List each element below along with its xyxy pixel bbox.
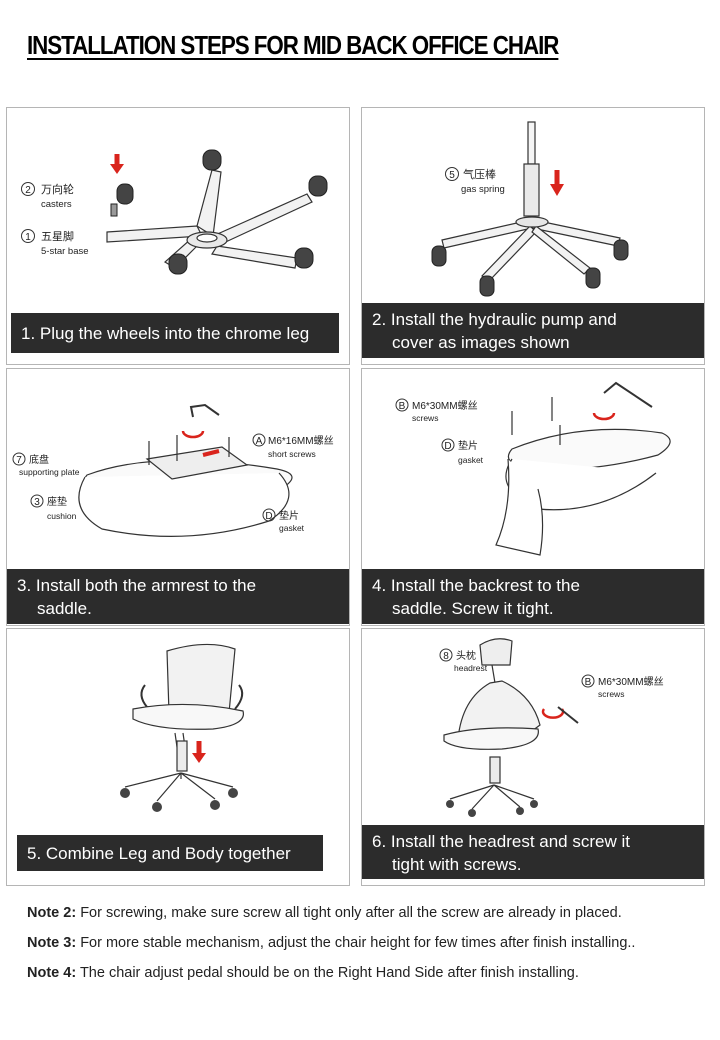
headrest-illustration: 8 头枕 headrest B M6*30MM螺丝 screws [439, 638, 664, 817]
cushion-en-label: cushion [47, 511, 77, 521]
step-4-caption-line1: 4. Install the backrest to the [372, 576, 580, 595]
note-text: For more stable mechanism, adjust the ch… [80, 935, 636, 951]
gasket-d-letter: D [444, 441, 451, 452]
five-star-base-illustration: 2 万向轮 casters 1 五星脚 5-star base [21, 149, 328, 275]
cushion-cn-label: 座垫 [47, 495, 67, 508]
step-1-panel: 2 万向轮 casters 1 五星脚 5-star base 1. Plug … [6, 107, 350, 365]
step-3-panel: 7 底盘 supporting plate 3 座垫 cushion A M6*… [6, 368, 350, 626]
spring-en-label: gas spring [461, 184, 505, 195]
gasket-cn-label: 垫片 [279, 509, 299, 522]
notes-section: Note 2: For screwing, make sure screw al… [27, 905, 697, 995]
step-6-caption-line1: 6. Install the headrest and screw it [372, 832, 630, 851]
step-6-caption: 6. Install the headrest and screw it tig… [362, 825, 704, 879]
step-2-caption-line1: 2. Install the hydraulic pump and [372, 310, 617, 329]
screw-a-letter: A [256, 436, 263, 447]
step-3-caption: 3. Install both the armrest to the saddl… [7, 569, 349, 624]
step-5-caption: 5. Combine Leg and Body together [17, 835, 323, 871]
note-2: Note 2: For screwing, make sure screw al… [27, 905, 697, 921]
cushion-number: 3 [34, 497, 40, 508]
step-4-panel: B M6*30MM螺丝 screws D 垫片 gasket 4. Instal… [361, 368, 705, 626]
note-text: For screwing, make sure screw all tight … [80, 905, 622, 921]
note-label: Note 2: [27, 905, 77, 921]
gasket-en-label: gasket [458, 455, 484, 465]
headrest-number: 8 [443, 651, 449, 662]
note-label: Note 3: [27, 935, 77, 951]
page-title: INSTALLATION STEPS FOR MID BACK OFFICE C… [27, 30, 559, 60]
note-3: Note 3: For more stable mechanism, adjus… [27, 935, 697, 951]
step-3-caption-line1: 3. Install both the armrest to the [17, 576, 257, 595]
step-5-caption-line1: 5. Combine Leg and Body together [27, 844, 291, 863]
seat-plate-illustration: 7 底盘 supporting plate 3 座垫 cushion A M6*… [12, 403, 334, 537]
plate-cn-label: 底盘 [29, 453, 49, 466]
casters-number: 2 [25, 185, 31, 196]
chair-body-illustration [120, 643, 245, 812]
step-3-caption-line2: saddle. [37, 599, 92, 618]
step-6-panel: 8 头枕 headrest B M6*30MM螺丝 screws 6. Inst… [361, 628, 705, 886]
step-1-caption: 1. Plug the wheels into the chrome leg [11, 313, 339, 353]
gasket-cn-label: 垫片 [458, 439, 478, 452]
note-text: The chair adjust pedal should be on the … [79, 965, 579, 981]
note-label: Note 4: [27, 965, 77, 981]
gas-spring-illustration: 5 气压棒 gas spring [431, 121, 629, 297]
screw-a-en-label: short screws [268, 449, 316, 459]
base-number: 1 [25, 232, 31, 243]
step-6-caption-line2: tight with screws. [392, 855, 522, 874]
base-cn-label: 五星脚 [41, 229, 74, 243]
casters-cn-label: 万向轮 [41, 182, 74, 196]
step-2-caption: 2. Install the hydraulic pump and cover … [362, 303, 704, 358]
screw-b-letter: B [399, 401, 406, 412]
step-4-caption: 4. Install the backrest to the saddle. S… [362, 569, 704, 624]
screw-b-letter: B [585, 677, 592, 688]
gasket-en-label: gasket [279, 523, 305, 533]
note-4: Note 4: The chair adjust pedal should be… [27, 965, 697, 981]
screw-b-cn-label: M6*30MM螺丝 [412, 400, 478, 412]
step-4-caption-line2: saddle. Screw it tight. [392, 599, 554, 618]
gasket-d-letter: D [265, 511, 272, 522]
spring-number: 5 [449, 170, 455, 181]
screw-a-cn-label: M6*16MM螺丝 [268, 435, 334, 447]
spring-cn-label: 气压棒 [463, 167, 496, 181]
step-5-panel: 5. Combine Leg and Body together [6, 628, 350, 886]
base-en-label: 5-star base [41, 246, 89, 257]
plate-number: 7 [16, 455, 22, 466]
step-1-caption-line1: 1. Plug the wheels into the chrome leg [21, 324, 310, 343]
screw-b-en-label: screws [598, 689, 624, 699]
plate-en-label: supporting plate [19, 467, 80, 477]
backrest-illustration: B M6*30MM螺丝 screws D 垫片 gasket [395, 381, 671, 556]
step-2-caption-line2: cover as images shown [392, 333, 570, 352]
casters-en-label: casters [41, 199, 72, 210]
screw-b-cn-label: M6*30MM螺丝 [598, 676, 664, 688]
screw-b-en-label: screws [412, 413, 438, 423]
step-2-panel: 5 气压棒 gas spring 2. Install the hydrauli… [361, 107, 705, 365]
headrest-cn-label: 头枕 [456, 649, 476, 662]
headrest-en-label: headrest [454, 663, 488, 673]
